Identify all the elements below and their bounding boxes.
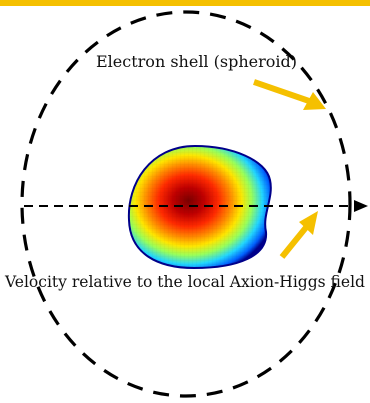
electron-shell-ellipse — [20, 10, 352, 398]
velocity-label: Velocity relative to the local Axion-Hig… — [4, 272, 365, 291]
shell-pointer-arrow — [253, 79, 326, 110]
arrowhead-right-icon — [354, 200, 368, 212]
top-accent-bar — [0, 0, 370, 6]
shell-label: Electron shell (spheroid) — [96, 52, 297, 71]
heatmap-grid-overlay — [128, 146, 271, 268]
velocity-pointer-arrow — [279, 211, 318, 259]
